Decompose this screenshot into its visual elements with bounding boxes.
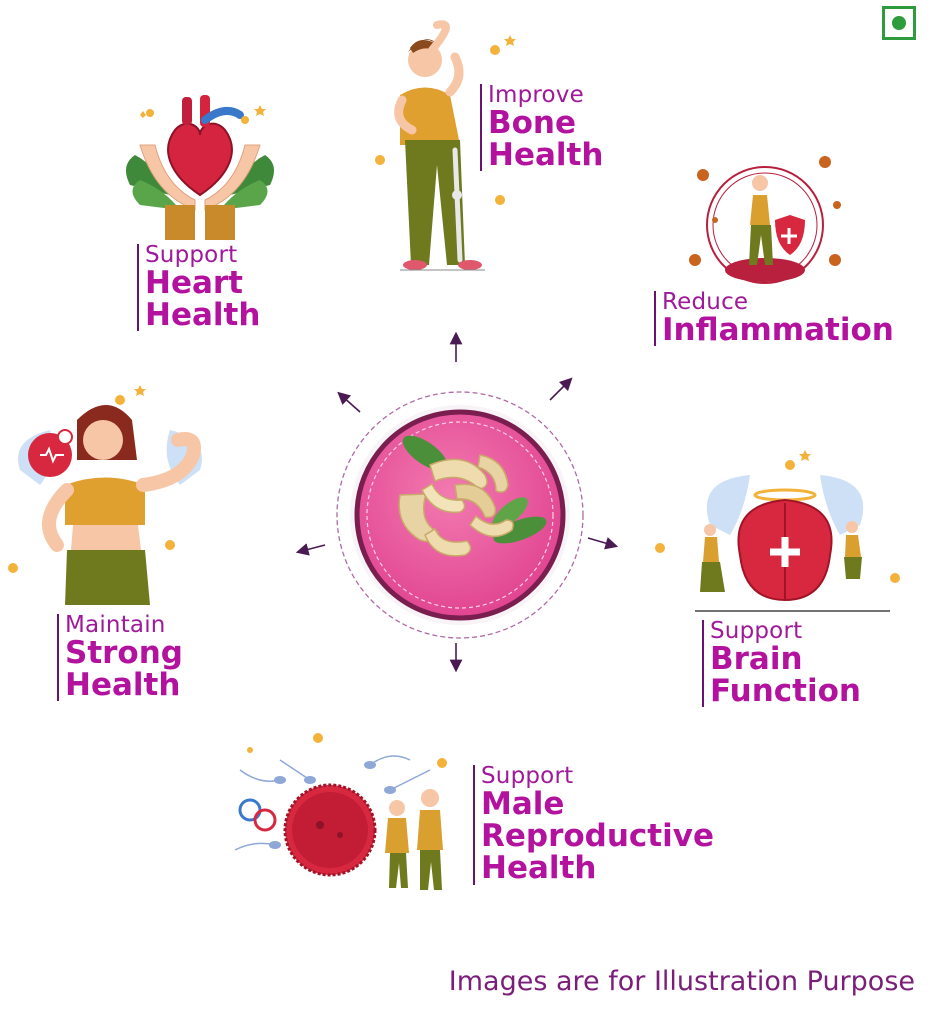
strong-health-label: Maintain Strong Health xyxy=(57,614,183,701)
heart-health-label: Support Heart Health xyxy=(137,244,260,331)
brain-icon xyxy=(655,450,900,612)
brain-function-label: Support Brain Function xyxy=(702,620,861,707)
cashew-nuts-icon xyxy=(398,435,547,557)
reproductive-health-label: Support Male Reproductive Health xyxy=(473,765,714,885)
cashew-circle xyxy=(336,391,584,639)
veg-symbol-icon xyxy=(882,6,916,40)
inflammation-label: Reduce Inflammation xyxy=(654,291,894,346)
stretching-man-icon xyxy=(375,20,516,271)
bone-health-label: Improve Bone Health xyxy=(480,84,603,171)
shielded-woman-icon xyxy=(689,156,841,284)
flexing-woman-icon xyxy=(8,385,202,605)
illustration-disclaimer: Images are for Illustration Purpose xyxy=(448,966,915,997)
heart-in-hands-icon xyxy=(126,95,274,240)
fertility-couple-icon xyxy=(234,733,447,890)
